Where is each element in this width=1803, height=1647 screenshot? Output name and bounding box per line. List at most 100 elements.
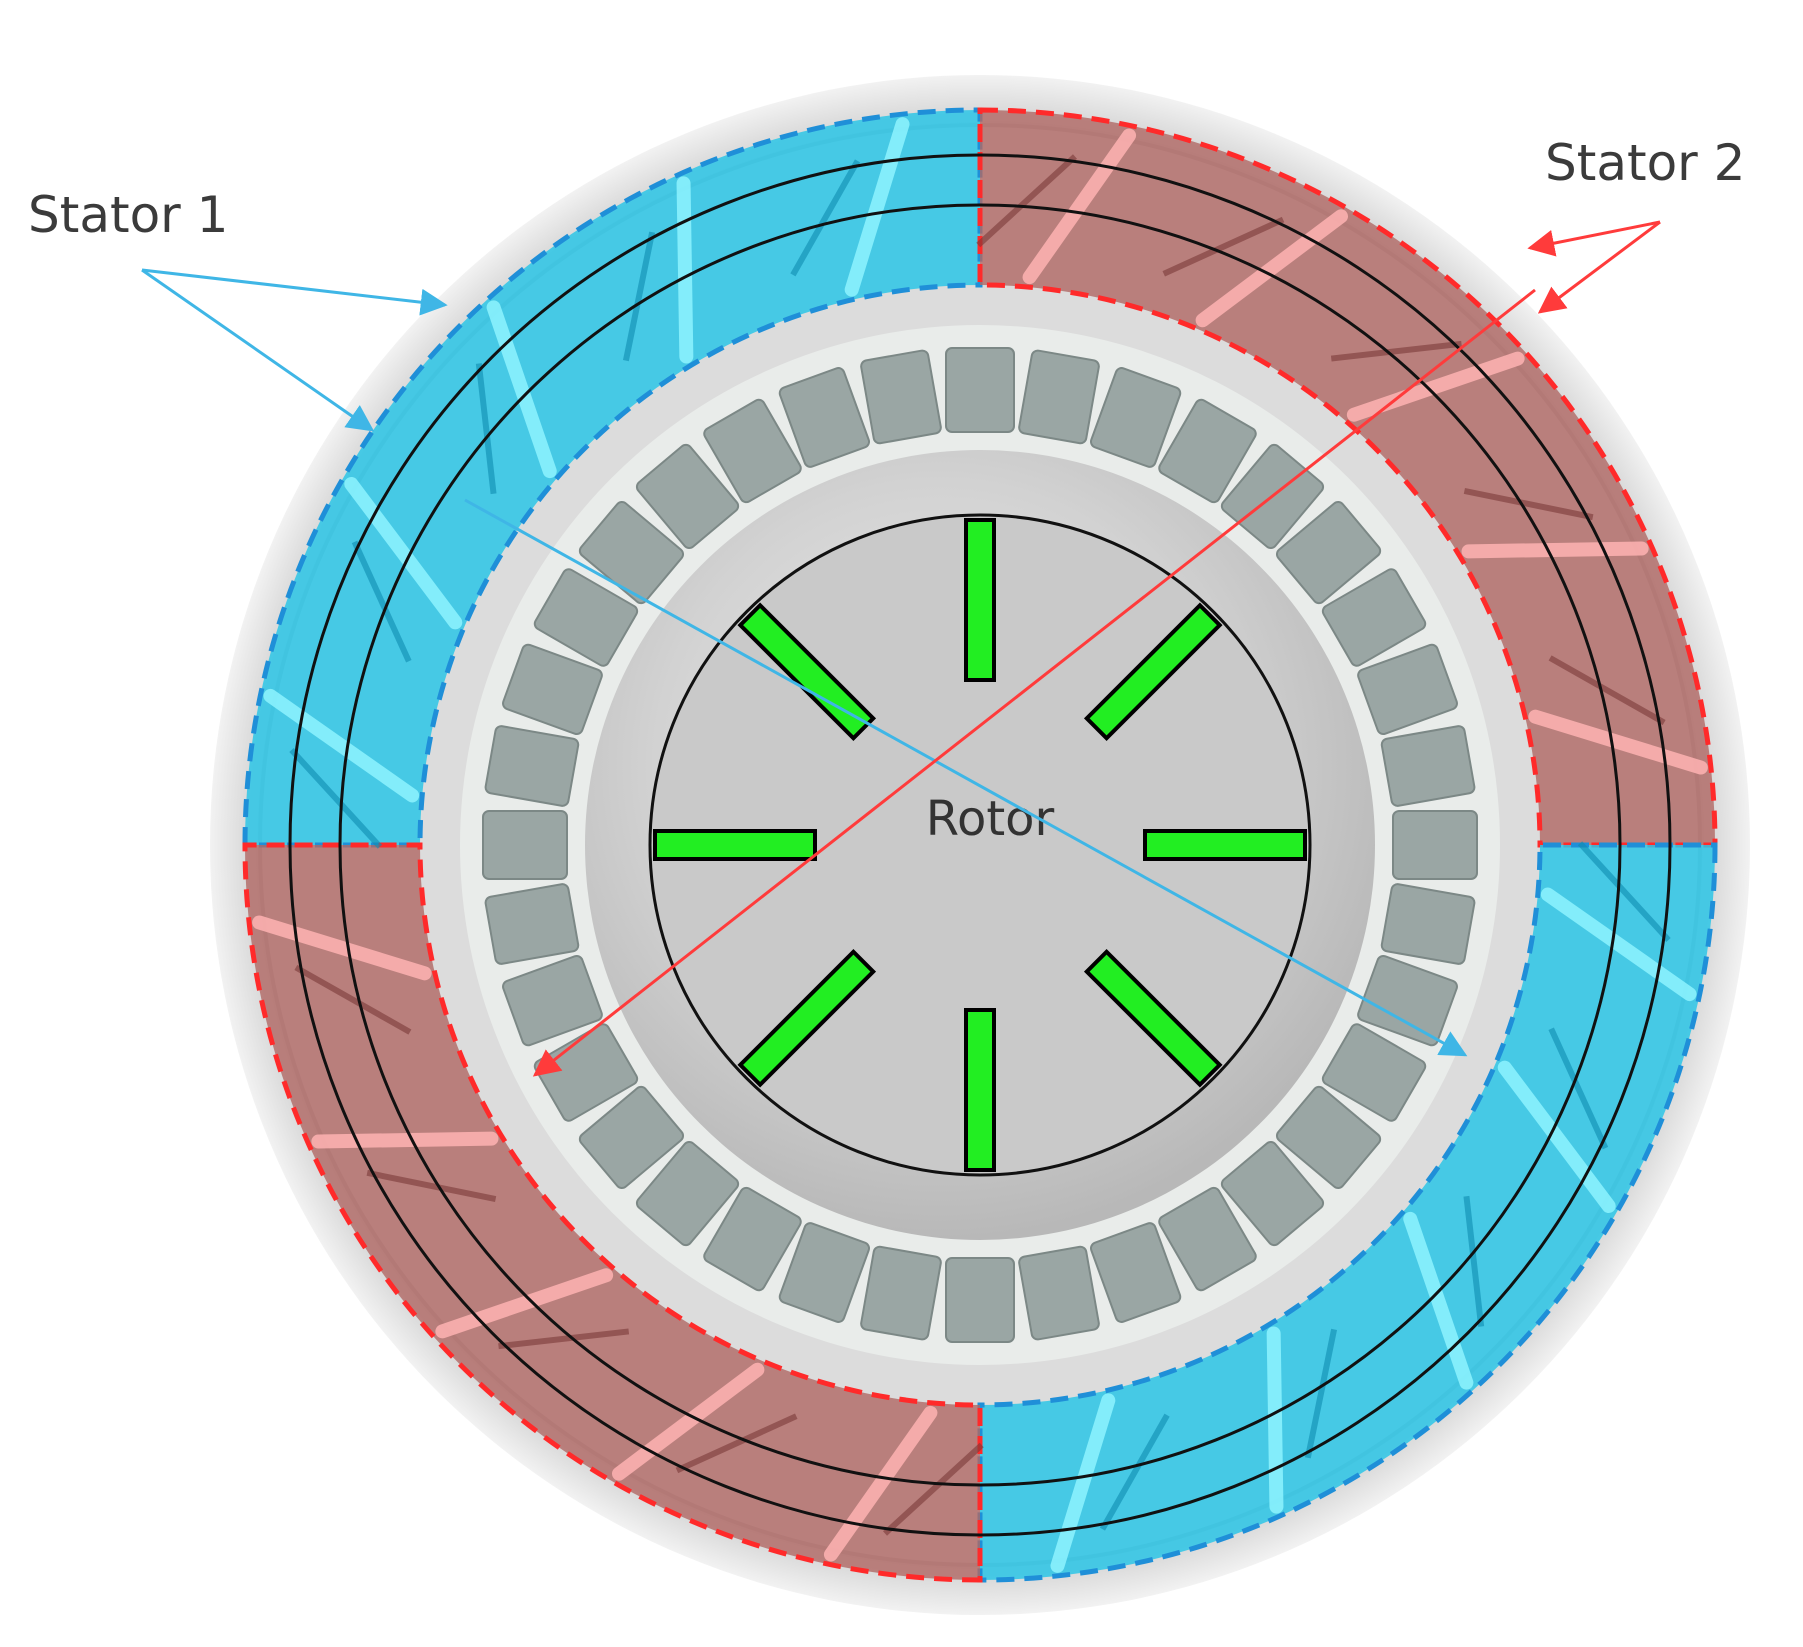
winding-wire [498,1328,630,1350]
winding-wire [1463,1195,1485,1327]
winding-wire [1162,216,1285,277]
stator-tooth [482,810,568,880]
winding-band [1050,1393,1116,1573]
stator-tooth [1018,1245,1100,1341]
outer-ring-line [288,153,1672,1537]
stator-tooth [703,1186,802,1292]
stator-sector-stator1 [242,107,983,848]
stator-tooth [778,367,871,468]
rotor-bar [737,602,877,742]
stator-tooth [1158,398,1257,504]
stator-tooth [945,347,1015,433]
winding-band [823,1405,938,1562]
winding-band [435,1268,614,1339]
winding-band [676,176,694,364]
rotor-bar [737,948,877,1088]
winding-wire [1304,1328,1338,1459]
winding-wire [883,1442,984,1536]
winding-band [1461,541,1649,559]
stator-sectors [242,107,1718,1583]
winding-wire [675,1413,798,1474]
stator-tooth [860,1245,942,1341]
stator-tooth [502,954,603,1047]
winding-band [1346,351,1525,422]
stator-tooth [484,725,580,807]
stator-tooth [578,1085,685,1190]
winding-band [1528,709,1708,775]
stator-tooth [1275,1085,1382,1190]
winding-wire [976,154,1077,248]
stator-sector-stator1 [977,842,1718,1583]
stator-tooth [635,1140,740,1247]
stator-tooth [1089,1222,1182,1323]
stator-tooth [1357,643,1458,736]
winding-wire [790,159,861,277]
winding-wire [289,748,383,849]
winding-wire [1330,340,1462,362]
winding-band [1266,1326,1284,1514]
inner-ring-line [338,203,1622,1487]
winding-band [1403,1211,1474,1390]
stator2-leader-lower [1537,220,1661,314]
rotor-bar [964,1008,996,1172]
winding-wire [1463,487,1594,521]
stator-tooth [1275,500,1382,605]
rotor-bar [1083,602,1223,742]
stator-tooth [1357,954,1458,1047]
stator2-axis-arrow [532,288,1536,1077]
winding-bands [252,117,1708,1573]
winding-band [1540,887,1697,1002]
winding-band [252,915,432,981]
stator-tooth [533,568,639,667]
winding-band [1497,1060,1616,1214]
winding-band [486,300,557,479]
winding-wire [1548,1027,1609,1150]
stator-tooth [1380,883,1476,965]
winding-wire [475,363,497,495]
stator-tooth [484,883,580,965]
stator-tooth [703,398,802,504]
rotor-bar [653,829,817,861]
rotor-label: Rotor [926,791,1055,847]
stator-tooth [533,1023,639,1122]
winding-band [611,1362,765,1481]
stator-sector-stator2 [977,107,1718,848]
winding-wire [1577,841,1671,942]
stator2-label: Stator 2 [1545,134,1745,192]
stator1-label: Stator 1 [28,186,228,244]
stator-tooth [1321,1023,1427,1122]
stator1-leader-upper [141,268,448,316]
winding-wire [622,231,656,362]
winding-band [1195,209,1349,328]
rotor-bar [964,518,996,682]
winding-wire [1099,1413,1170,1531]
stator-sector-stator2 [242,842,983,1583]
stator-tooth [945,1257,1015,1343]
stator-tooth [1158,1186,1257,1292]
winding-band [344,476,463,630]
winding-band [263,688,420,803]
winding-band [844,117,910,297]
rotor-bar [1083,948,1223,1088]
rotor-bar [1143,829,1307,861]
stator2-leader-upper [1527,220,1661,257]
stator-tooth [1380,725,1476,807]
winding-wire [1548,655,1666,726]
stator-tooth [778,1222,871,1323]
winding-wire [294,964,412,1035]
stator-tooth [502,643,603,736]
stator-tooth [860,349,942,445]
stator-tooth [635,443,740,550]
winding-band [311,1131,499,1149]
stator-tooth [1321,568,1427,667]
winding-wire [351,540,412,663]
rotor-bars [653,518,1307,1172]
stator1-axis-arrow [464,498,1468,1057]
winding-wire [366,1169,497,1203]
stator-tooth [1220,1140,1325,1247]
stator-tooth [1018,349,1100,445]
stator1-leader-lower [141,268,375,432]
winding-band [1022,128,1137,285]
